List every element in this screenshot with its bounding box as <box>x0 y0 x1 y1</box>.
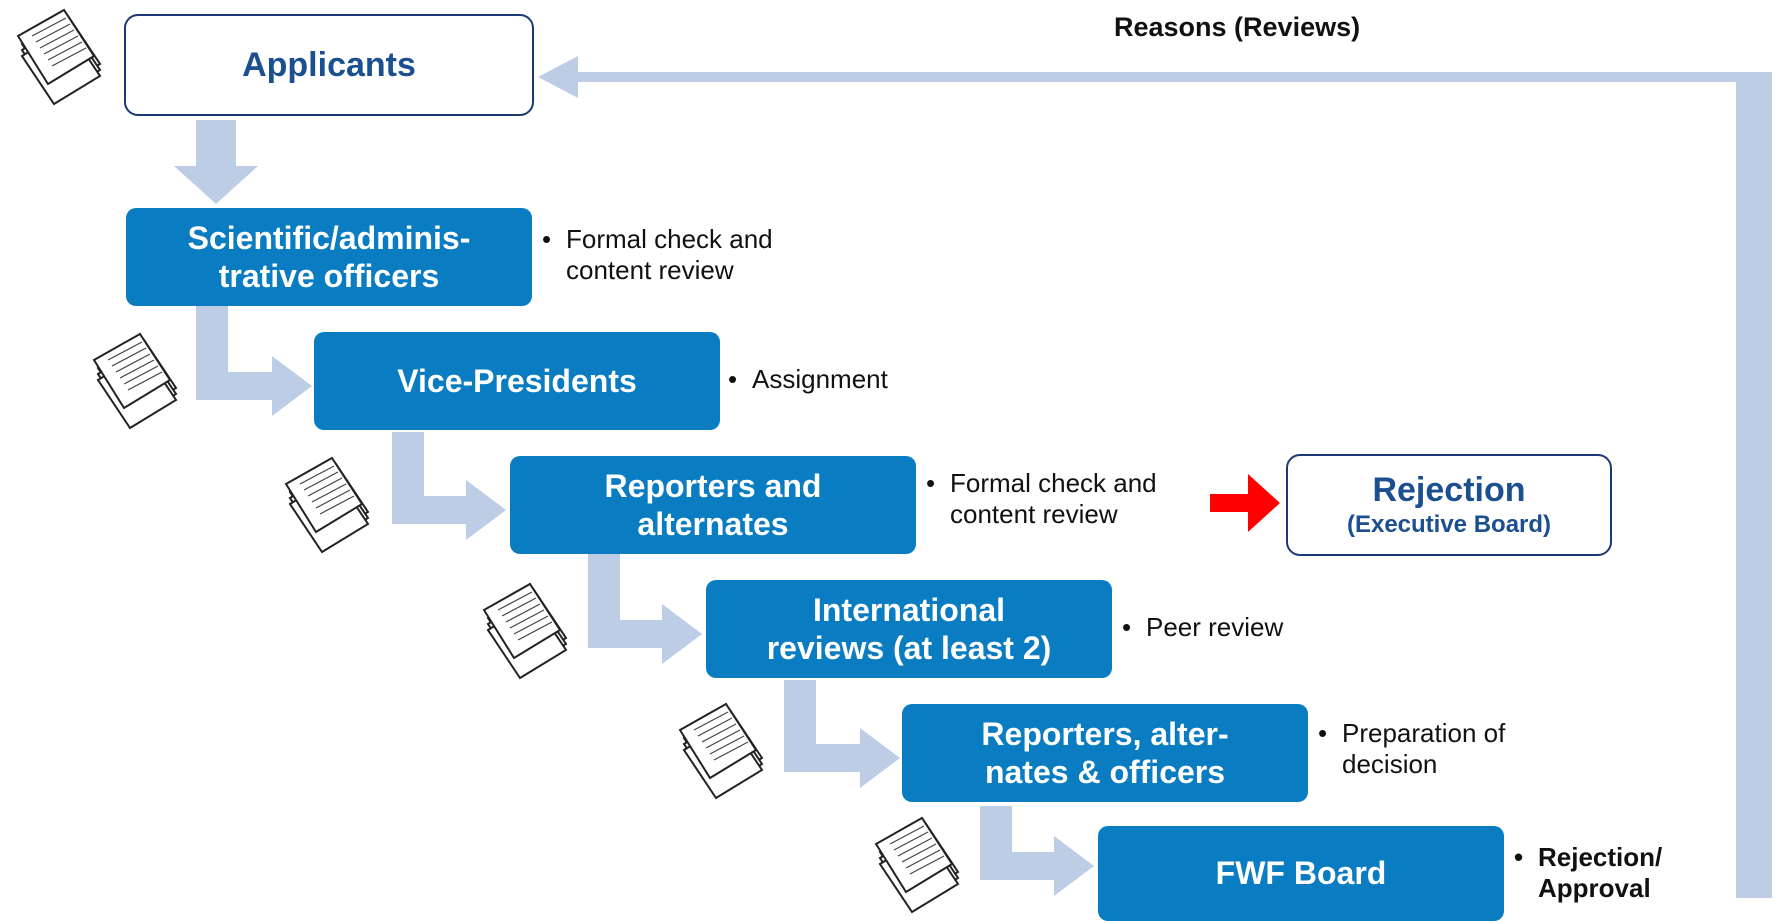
down-arrow-icon <box>174 120 258 204</box>
step-box-vice-presidents: Vice-Presidents <box>314 332 720 430</box>
step-note-text: Rejection/ Approval <box>1538 842 1663 904</box>
step-box-international-reviews: International reviews (at least 2) <box>706 580 1112 678</box>
step-box-decision-prep: Reporters, alter- nates & officers <box>902 704 1308 802</box>
step-label: Vice-Presidents <box>397 362 637 399</box>
step-note: • Formal check and content review <box>926 468 1157 530</box>
bullet: • <box>1122 612 1132 642</box>
step-note-text: Formal check and content review <box>566 224 773 286</box>
connector-arrow-1 <box>196 306 312 416</box>
rejection-arrow-icon <box>1210 474 1280 532</box>
bullet: • <box>1318 718 1328 748</box>
step-note: • Peer review <box>1122 612 1284 643</box>
bullet: • <box>1514 842 1524 872</box>
connector-arrow-3 <box>588 554 702 664</box>
step-label: FWF Board <box>1215 855 1387 892</box>
step-note-text: Peer review <box>1146 612 1284 642</box>
bullet: • <box>926 468 936 498</box>
step-note: • Preparation of decision <box>1318 718 1506 780</box>
step-label: Scientific/adminis- trative officers <box>187 219 471 294</box>
step-note-text: Formal check and content review <box>950 468 1157 530</box>
document-stack-icon <box>92 332 178 430</box>
applicants-label: Applicants <box>242 45 416 84</box>
step-note: • Assignment <box>728 364 888 395</box>
step-note-text: Preparation of decision <box>1342 718 1506 780</box>
applicants-box: Applicants <box>124 14 534 116</box>
step-note: • Rejection/ Approval <box>1514 842 1663 904</box>
document-stack-icon <box>482 582 568 680</box>
connector-arrow-2 <box>392 432 506 540</box>
document-stack-icon <box>16 8 102 106</box>
connector-arrow-5 <box>980 806 1094 896</box>
step-label: Reporters and alternates <box>604 467 822 542</box>
step-box-officers: Scientific/adminis- trative officers <box>126 208 532 306</box>
document-stack-icon <box>284 456 370 554</box>
step-label: International reviews (at least 2) <box>766 591 1052 666</box>
document-stack-icon <box>678 702 764 800</box>
step-box-reporters: Reporters and alternates <box>510 456 916 554</box>
rejection-title: Rejection <box>1372 471 1526 510</box>
bullet: • <box>542 224 552 254</box>
return-path-label: Reasons (Reviews) <box>1114 12 1361 42</box>
step-box-fwf-board: FWF Board <box>1098 826 1504 921</box>
step-note-text: Assignment <box>752 364 888 394</box>
rejection-box: Rejection (Executive Board) <box>1286 454 1612 556</box>
connector-arrow-4 <box>784 680 900 788</box>
document-stack-icon <box>874 816 960 914</box>
bullet: • <box>728 364 738 394</box>
rejection-subtitle: (Executive Board) <box>1346 511 1552 538</box>
step-note: • Formal check and content review <box>542 224 773 286</box>
step-label: Reporters, alter- nates & officers <box>981 715 1229 790</box>
